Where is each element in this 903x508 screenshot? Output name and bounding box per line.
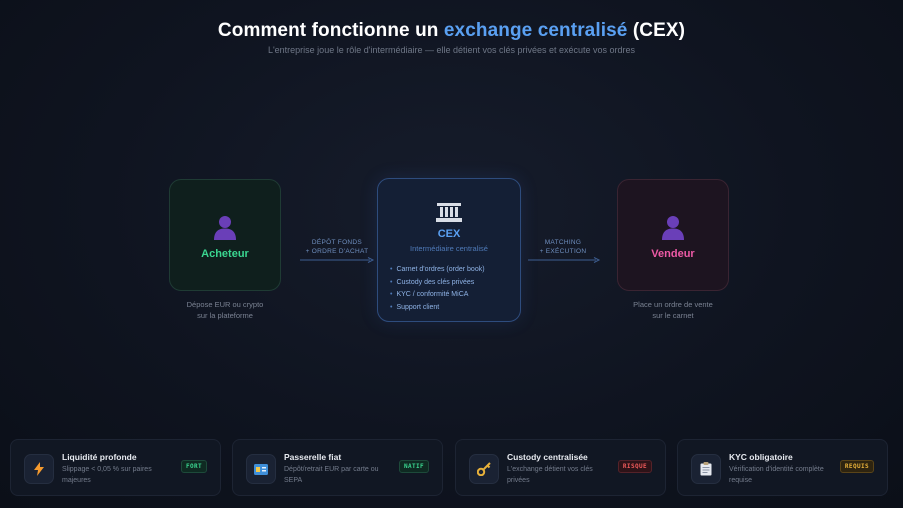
bank-icon: [436, 203, 462, 222]
person-icon: [214, 216, 236, 240]
cex-feature-item: Custody des clés privées: [390, 277, 508, 290]
cex-feature-item: Carnet d'ordres (order book): [390, 264, 508, 277]
seller-caption: Place un ordre de vente sur le carnet: [603, 299, 743, 321]
page-subtitle: L'entreprise joue le rôle d'intermédiair…: [267, 45, 636, 55]
card-title: KYC obligatoire: [729, 452, 793, 462]
card-desc: Dépôt/retrait EUR par carte ou SEPA: [284, 466, 379, 484]
title-suffix: (CEX): [627, 20, 686, 41]
cex-node: CEX Intermédiaire centralisé Carnet d'or…: [377, 178, 521, 322]
page-title: Comment fonctionne un exchange centralis…: [0, 20, 903, 42]
arrow-matching-label: MATCHING + EXÉCUTION: [526, 238, 600, 256]
buyer-caption-line1: Dépose EUR ou crypto: [186, 300, 264, 309]
card-liquidity: Liquidité profonde Slippage < 0,05 % sur…: [10, 439, 221, 496]
title-accent: exchange centralisé: [443, 20, 628, 41]
card-custody: Custody centralisée L'exchange détient v…: [455, 439, 666, 496]
seller-caption-line2: sur le carnet: [652, 311, 694, 320]
buyer-node: Acheteur: [169, 179, 281, 291]
card-title: Passerelle fiat: [284, 452, 342, 462]
cex-feature-list: Carnet d'ordres (order book) Custody des…: [390, 264, 508, 314]
arrow-deposit-line2: + ORDRE D'ACHAT: [305, 248, 369, 255]
seller-label: Vendeur: [651, 248, 695, 260]
cex-sublabel: Intermédiaire centralisé: [410, 244, 488, 253]
cex-feature-item: Support client: [390, 302, 508, 315]
card-title: Liquidité profonde: [62, 452, 137, 462]
arrow-matching: [528, 257, 601, 263]
person-icon: [662, 216, 684, 240]
status-badge: FORT: [180, 460, 207, 473]
buyer-label: Acheteur: [201, 248, 249, 260]
status-badge: REQUIS: [839, 460, 874, 473]
lightning-icon: [24, 454, 54, 484]
card-desc: Slippage < 0,05 % sur paires majeures: [62, 466, 152, 484]
card-fiat: Passerelle fiat Dépôt/retrait EUR par ca…: [232, 439, 443, 496]
seller-node: Vendeur: [617, 179, 729, 291]
id-card-icon: [246, 454, 276, 484]
title-prefix: Comment fonctionne un: [217, 20, 444, 41]
card-title: Custody centralisée: [507, 452, 588, 462]
arrow-deposit-label: DÉPÔT FONDS + ORDRE D'ACHAT: [298, 238, 376, 256]
seller-caption-line1: Place un ordre de vente: [633, 300, 713, 309]
card-desc: L'exchange détient vos clés privées: [507, 466, 593, 484]
arrow-deposit-line1: DÉPÔT FONDS: [311, 239, 363, 246]
key-icon: [469, 454, 499, 484]
cex-feature-item: KYC / conformité MiCA: [390, 289, 508, 302]
card-kyc: KYC obligatoire Vérification d'identité …: [677, 439, 888, 496]
clipboard-icon: [691, 454, 721, 484]
status-badge: NATIF: [398, 460, 429, 473]
status-badge: RISQUE: [617, 460, 652, 473]
arrow-deposit: [300, 257, 375, 263]
buyer-caption: Dépose EUR ou crypto sur la plateforme: [155, 299, 295, 321]
buyer-caption-line2: sur la plateforme: [197, 311, 253, 320]
cex-label: CEX: [437, 228, 461, 240]
card-desc: Vérification d'identité complète requise: [729, 466, 824, 484]
arrow-matching-line1: MATCHING: [544, 239, 582, 246]
arrow-matching-line2: + EXÉCUTION: [539, 248, 587, 255]
